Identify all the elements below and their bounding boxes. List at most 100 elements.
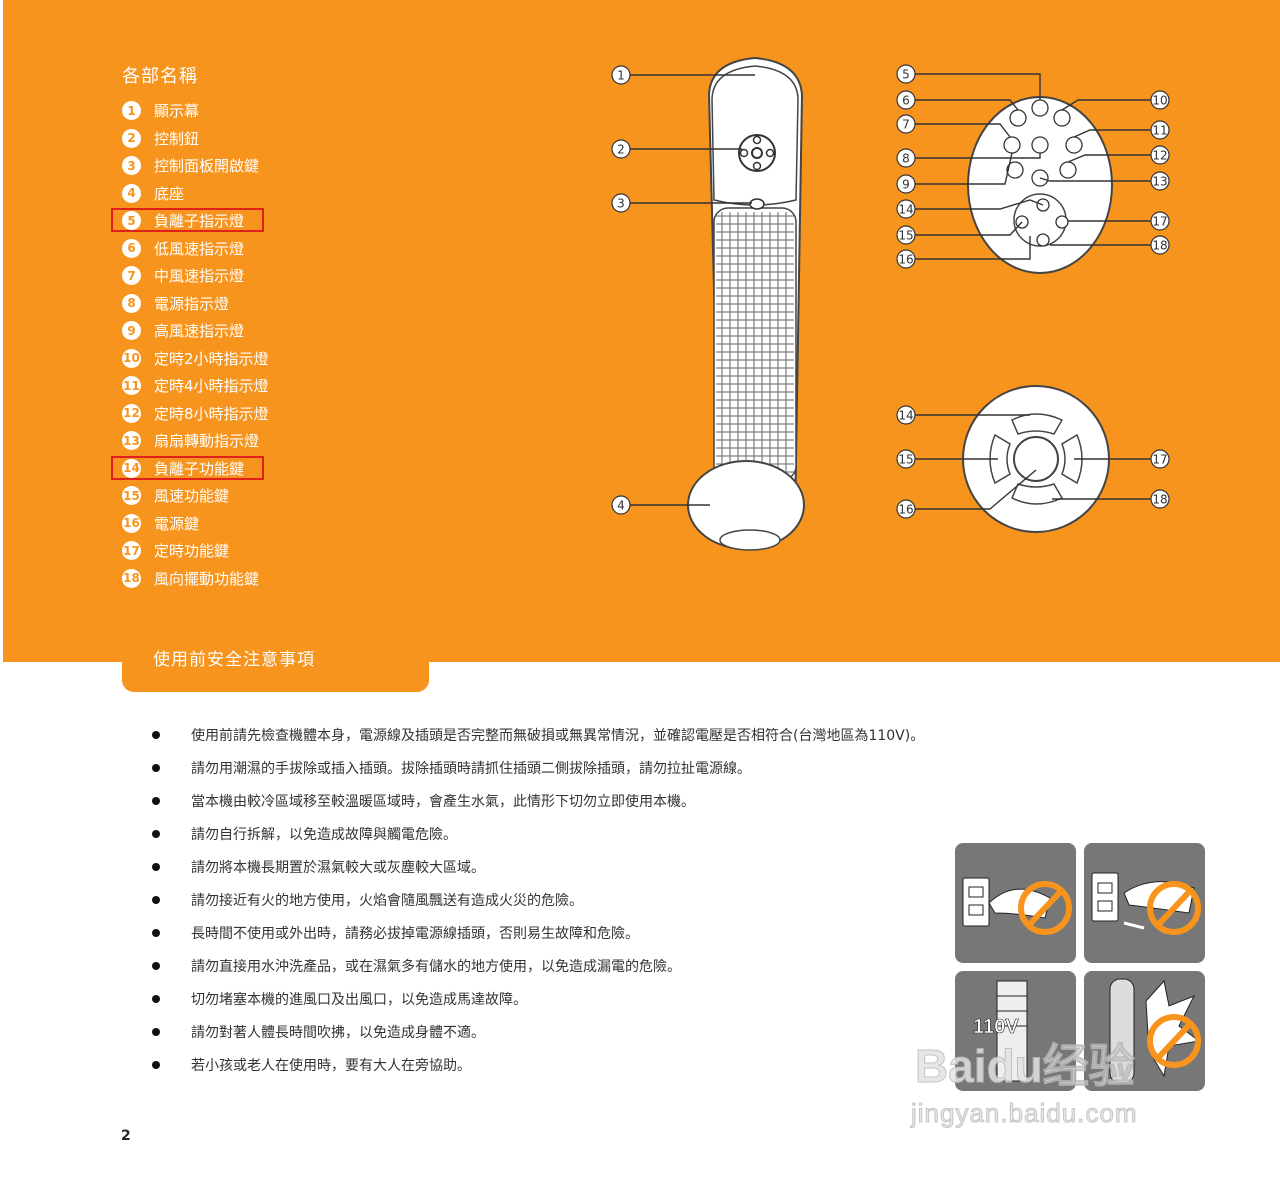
display-callout-10-circle bbox=[1150, 90, 1170, 110]
display-button-icon bbox=[1055, 215, 1069, 229]
safety-note: 切勿堵塞本機的進風口及出風口，以免造成馬達故障。 bbox=[152, 982, 924, 1015]
display-callout-14-label: 14 bbox=[898, 203, 913, 217]
fan-callout-4-label: 4 bbox=[617, 499, 625, 513]
part-label: 底座 bbox=[154, 184, 185, 203]
safety-notes-list: 使用前請先檢查機體本身，電源線及插頭是否完整而無破損或無異常情況，並確認電壓是否… bbox=[152, 718, 924, 1081]
safety-note: 使用前請先檢查機體本身，電源線及插頭是否完整而無破損或無異常情況，並確認電壓是否… bbox=[152, 718, 924, 751]
control-callout-15-circle bbox=[896, 449, 916, 469]
control-callout-17-label: 17 bbox=[1152, 453, 1167, 467]
display-callout-7-leader bbox=[915, 123, 1011, 138]
safety-note-text: 請勿接近有火的地方使用，火焰會隨風飄送有造成火災的危險。 bbox=[191, 892, 583, 909]
display-callout-13-leader bbox=[1039, 177, 1151, 182]
display-indicator-icon bbox=[1009, 109, 1027, 127]
display-callout-13-label: 13 bbox=[1152, 175, 1167, 189]
safety-note-text: 當本機由較冷區域移至較溫暖區域時，會產生水氣，此情形下切勿立即使用本機。 bbox=[191, 793, 695, 810]
part-label: 控制鈕 bbox=[154, 129, 200, 148]
safety-note: 請勿接近有火的地方使用，火焰會隨風飄送有造成火災的危險。 bbox=[152, 883, 924, 916]
part-number-badge: 1 bbox=[122, 101, 141, 121]
part-label: 定時2小時指示燈 bbox=[154, 349, 269, 368]
part-number-badge: 11 bbox=[122, 376, 141, 396]
safety-note: 請勿對著人體長時間吹拂，以免造成身體不適。 bbox=[152, 1015, 924, 1048]
display-callout-14-leader bbox=[915, 199, 1044, 210]
bullet-icon bbox=[152, 928, 160, 937]
safety-note-text: 若小孩或老人在使用時，要有大人在旁協助。 bbox=[191, 1057, 471, 1074]
display-callout-15-label: 15 bbox=[898, 229, 913, 243]
control-callout-16-circle bbox=[896, 499, 916, 519]
fire-warning-image bbox=[1084, 971, 1205, 1091]
display-indicator-icon bbox=[1031, 99, 1049, 117]
display-callout-18-label: 18 bbox=[1152, 239, 1167, 253]
bullet-icon bbox=[152, 1027, 160, 1036]
display-callout-7-circle bbox=[896, 114, 916, 134]
control-callout-16-leader bbox=[915, 469, 1037, 510]
display-callout-16-circle bbox=[896, 249, 916, 269]
display-callout-5-leader bbox=[915, 73, 1041, 100]
safety-note-text: 長時間不使用或外出時，請務必拔掉電源線插頭，否則易生故障和危險。 bbox=[191, 925, 639, 942]
control-callout-17-circle bbox=[1150, 449, 1170, 469]
pull-cord-warning-image bbox=[1084, 843, 1205, 963]
display-callout-8-label: 8 bbox=[902, 152, 910, 166]
safety-note-text: 使用前請先檢查機體本身，電源線及插頭是否完整而無破損或無異常情況，並確認電壓是否… bbox=[191, 727, 925, 744]
display-callout-17-label: 17 bbox=[1152, 215, 1167, 229]
bullet-icon bbox=[152, 895, 160, 904]
fan-callout-3-label: 3 bbox=[617, 197, 625, 211]
part-number-badge: 13 bbox=[122, 431, 141, 451]
display-indicator-icon bbox=[1003, 136, 1021, 154]
display-callout-12-label: 12 bbox=[1152, 149, 1167, 163]
watermark-main: Baidu经验 bbox=[915, 1040, 1136, 1093]
display-callout-6-leader bbox=[915, 99, 1019, 111]
part-number-badge: 15 bbox=[122, 486, 141, 506]
display-callout-8-leader bbox=[915, 153, 1041, 159]
control-ring-illustration bbox=[962, 385, 1110, 533]
part-label: 定時功能鍵 bbox=[154, 542, 230, 561]
fan-callout-4-circle bbox=[611, 495, 631, 515]
part-label: 風向擺動功能鍵 bbox=[154, 569, 260, 588]
display-callout-11-circle bbox=[1150, 120, 1170, 140]
bullet-icon bbox=[152, 730, 160, 739]
display-callout-11-label: 11 bbox=[1152, 124, 1167, 138]
display-indicator-icon bbox=[1065, 136, 1083, 154]
tower-fan-illustration bbox=[687, 56, 805, 551]
safety-note-text: 請勿直接用水沖洗產品，或在濕氣多有儲水的地方使用，以免造成漏電的危險。 bbox=[191, 958, 681, 975]
display-callout-18-circle bbox=[1150, 235, 1170, 255]
bullet-icon bbox=[152, 1060, 160, 1069]
fan-callout-3-circle bbox=[611, 193, 631, 213]
safety-note: 若小孩或老人在使用時，要有大人在旁協助。 bbox=[152, 1048, 924, 1081]
display-indicator-icon bbox=[1059, 161, 1077, 179]
part-number-badge: 18 bbox=[122, 568, 141, 588]
display-callout-10-label: 10 bbox=[1152, 94, 1167, 108]
part-label: 中風速指示燈 bbox=[154, 267, 245, 286]
part-number-badge: 8 bbox=[122, 293, 141, 313]
safety-note: 當本機由較冷區域移至較溫暖區域時，會產生水氣，此情形下切勿立即使用本機。 bbox=[152, 784, 924, 817]
safety-note: 請勿將本機長期置於濕氣較大或灰塵較大區域。 bbox=[152, 850, 924, 883]
display-callout-9-label: 9 bbox=[902, 178, 910, 192]
voltage-label: 110V bbox=[973, 1016, 1019, 1038]
bullet-icon bbox=[152, 994, 160, 1003]
display-button-icon bbox=[1036, 233, 1050, 247]
parts-section-title: 各部名稱 bbox=[122, 66, 198, 87]
safety-note-text: 請勿用潮濕的手拔除或插入插頭。拔除插頭時請抓住插頭二側拔除插頭，請勿拉扯電源線。 bbox=[191, 760, 751, 777]
fan-callout-1-label: 1 bbox=[617, 69, 625, 83]
display-callout-9-leader bbox=[915, 152, 1013, 185]
display-callout-9-circle bbox=[896, 174, 916, 194]
part-number-badge: 3 bbox=[122, 156, 141, 176]
bullet-icon bbox=[152, 763, 160, 772]
fan-callout-2-label: 2 bbox=[617, 143, 625, 157]
display-callout-11-leader bbox=[1073, 129, 1151, 138]
bullet-icon bbox=[152, 961, 160, 970]
safety-note: 請勿自行拆解，以免造成故障與觸電危險。 bbox=[152, 817, 924, 850]
part-number-badge: 6 bbox=[122, 238, 141, 258]
part-label: 定時8小時指示燈 bbox=[154, 404, 269, 423]
